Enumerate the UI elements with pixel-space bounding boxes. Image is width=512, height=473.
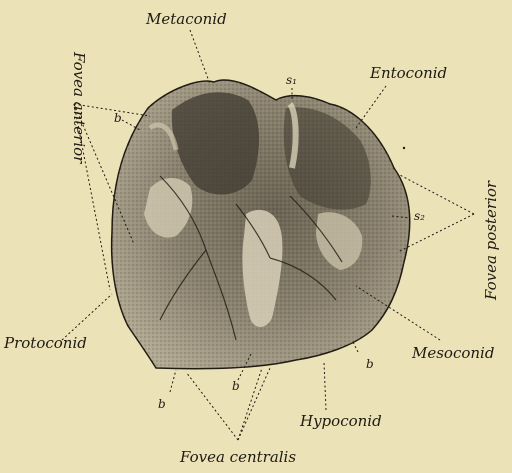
protoconid-label: Protoconid [4, 336, 87, 351]
fovea-centralis-label: Fovea centralis [180, 450, 296, 465]
b-label-upper: b [114, 112, 122, 124]
s2-label: s₂ [414, 210, 425, 222]
hypoconid-label: Hypoconid [300, 414, 382, 429]
metaconid-label: Metaconid [146, 12, 227, 27]
fovea-posterior-label: Fovea posterior [484, 181, 499, 300]
fovea-anterior-label: Fovea anterior [71, 52, 86, 163]
entoconid-label: Entoconid [370, 66, 447, 81]
b-label-left: b [158, 398, 166, 410]
s1-label: s₁ [286, 74, 297, 86]
b-label-right: b [366, 358, 374, 370]
b-label-center: b [232, 380, 240, 392]
mesoconid-label: Mesoconid [412, 346, 494, 361]
